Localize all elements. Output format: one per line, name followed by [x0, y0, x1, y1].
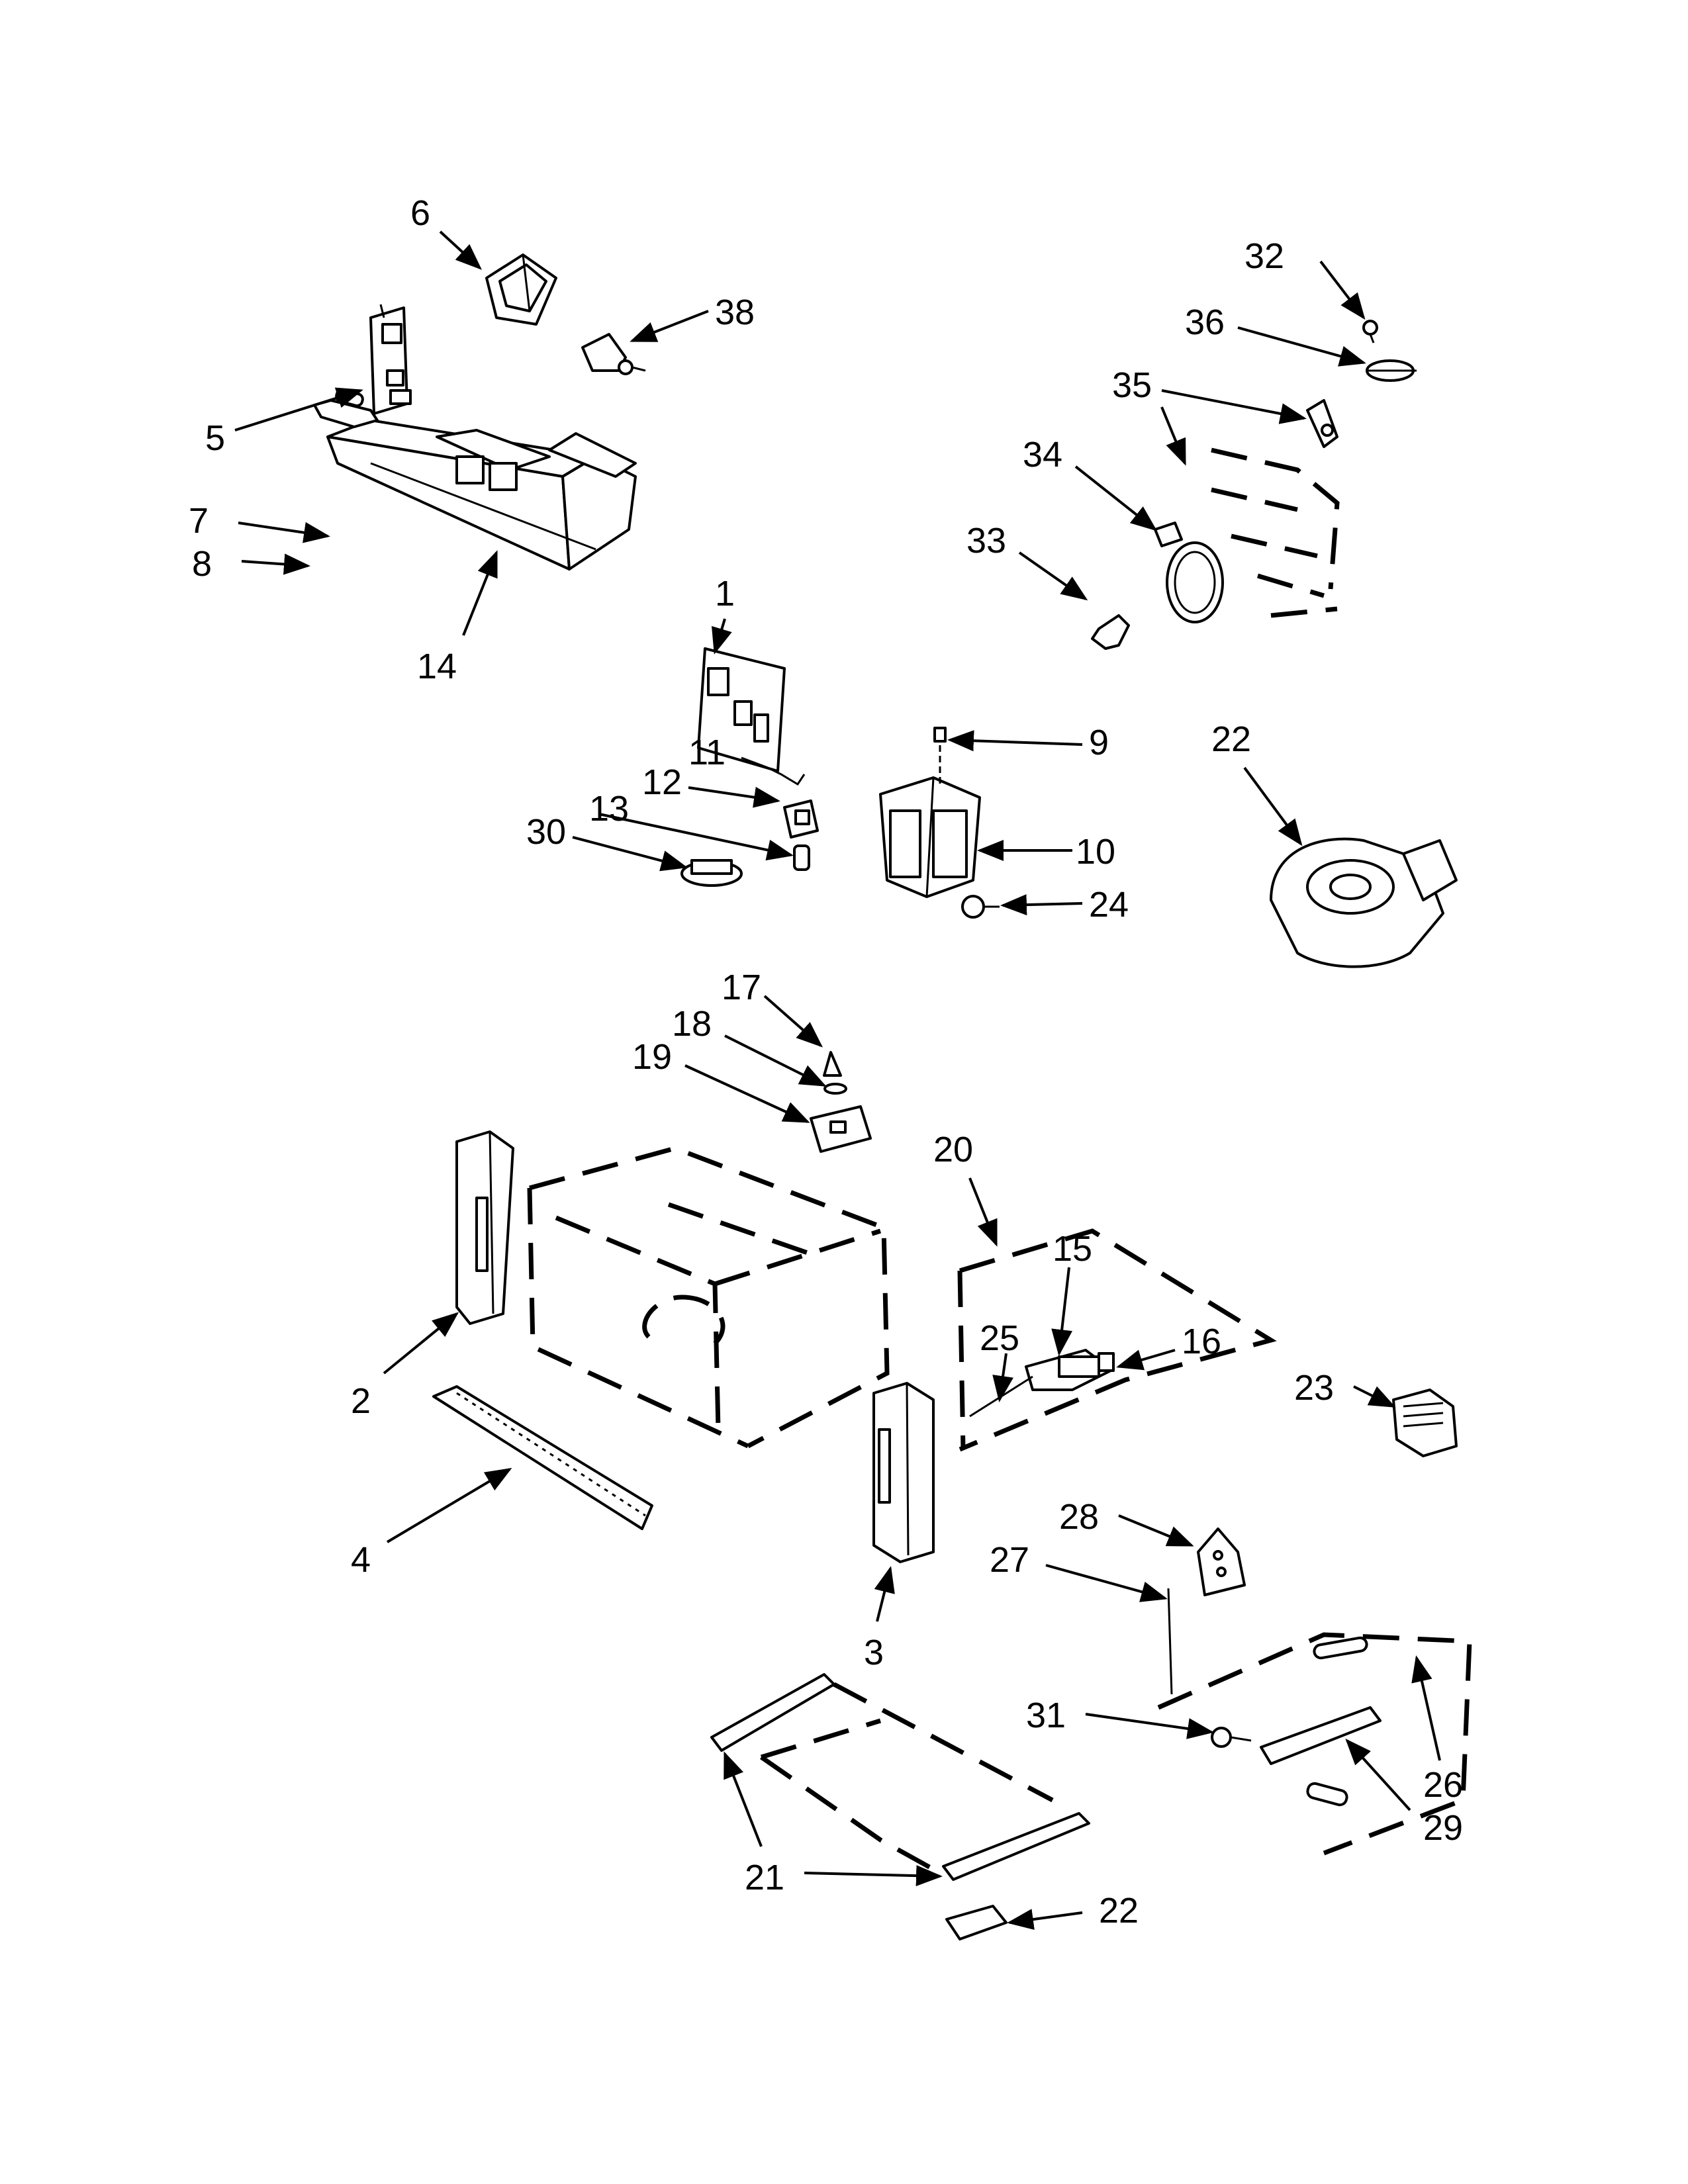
- part-25-screw[interactable]: [961, 895, 1000, 919]
- callout-32: 31: [1026, 1696, 1066, 1735]
- callout-labels: 6 38 5 7 8 14 1 9 10 24 11 12 13 30 22 3…: [189, 193, 1463, 1931]
- callout-20: 20: [933, 1130, 973, 1169]
- callout-8: 8: [192, 544, 212, 584]
- part-23-blower[interactable]: [1270, 837, 1458, 968]
- base-pan-outline: [760, 1682, 1054, 1876]
- part-8-clip[interactable]: [313, 399, 379, 428]
- part-37-thermostat[interactable]: [1366, 359, 1417, 382]
- callout-10: 10: [1076, 832, 1115, 872]
- part-3-side-panel[interactable]: [872, 1382, 935, 1563]
- callout-3: 3: [864, 1633, 884, 1672]
- callout-16: 16: [1182, 1322, 1221, 1361]
- part-33-screw[interactable]: [1362, 320, 1378, 343]
- part-2-side-panel[interactable]: [455, 1130, 514, 1325]
- callout-18: 18: [672, 1004, 712, 1044]
- part-4-vent-grille[interactable]: [432, 1385, 653, 1530]
- callout-29: 28: [1059, 1497, 1099, 1537]
- callout-38: 38: [715, 293, 755, 332]
- element-housing-outline: [1211, 447, 1340, 618]
- part-31-thermostat[interactable]: [680, 859, 743, 887]
- callout-25: 24: [1089, 885, 1129, 925]
- callout-36: 35: [1112, 365, 1152, 405]
- leader-lines: [234, 230, 1441, 1930]
- part-17-cap[interactable]: [823, 1051, 842, 1077]
- part-1-control-board[interactable]: [697, 647, 786, 772]
- callout-13: 13: [589, 789, 629, 829]
- part-9-terminal[interactable]: [933, 727, 947, 788]
- part-15-sensor-housing[interactable]: [1025, 1349, 1113, 1391]
- oven-cavity-outline: [527, 1146, 890, 1449]
- part-14-housing[interactable]: [326, 419, 637, 570]
- part-30-latch-arm[interactable]: [1260, 1706, 1382, 1765]
- part-34-fan-blade[interactable]: [1091, 614, 1130, 650]
- part-12-switch[interactable]: [783, 799, 819, 839]
- callout-22: 22: [1099, 1891, 1139, 1931]
- callout-30: 29: [1423, 1808, 1463, 1848]
- part-28-rod[interactable]: [1167, 1588, 1173, 1695]
- part-29-bracket[interactable]: [1197, 1527, 1246, 1596]
- part-11-wire[interactable]: [741, 756, 806, 786]
- part-18-washer[interactable]: [823, 1083, 847, 1095]
- callout-27: 26: [1423, 1765, 1463, 1805]
- callout-6: 6: [410, 193, 430, 233]
- callout-5: 5: [205, 418, 225, 458]
- callout-4: 4: [351, 1540, 371, 1580]
- part-latch-pin[interactable]: [1306, 1636, 1368, 1807]
- callout-34: 33: [966, 521, 1006, 561]
- callout-35: 34: [1023, 435, 1062, 475]
- callout-21-a: 21: [745, 1858, 784, 1897]
- callout-11: 11: [688, 733, 726, 772]
- callout-23: 22: [1211, 719, 1251, 759]
- part-10-transformer[interactable]: [879, 776, 981, 898]
- callout-19: 19: [632, 1037, 672, 1077]
- part-20-control-box: [957, 1228, 1277, 1452]
- part-6-box[interactable]: [485, 253, 557, 326]
- callout-26: 25: [980, 1318, 1019, 1358]
- callout-17: 17: [722, 968, 761, 1007]
- callout-28: 27: [990, 1540, 1029, 1580]
- part-5-board[interactable]: [369, 304, 412, 415]
- callout-24: 23: [1294, 1368, 1334, 1408]
- callout-9: 9: [1089, 723, 1109, 762]
- callout-15: 15: [1053, 1229, 1092, 1269]
- part-38-bracket[interactable]: [581, 333, 646, 375]
- callout-31: 30: [526, 812, 566, 852]
- part-36-bracket[interactable]: [1306, 399, 1338, 448]
- part-22-clip[interactable]: [945, 1905, 1008, 1940]
- part-24-module[interactable]: [1392, 1388, 1458, 1457]
- callout-12: 12: [642, 762, 682, 802]
- part-35-heating-element[interactable]: [1154, 522, 1224, 623]
- callout-1: 1: [715, 574, 735, 614]
- part-32-screw[interactable]: [1211, 1727, 1252, 1748]
- callout-7: 7: [189, 501, 209, 541]
- part-27-latch-frame: [1157, 1632, 1472, 1856]
- part-19-bracket[interactable]: [810, 1105, 872, 1153]
- callout-37: 36: [1185, 302, 1225, 342]
- part-16-connector[interactable]: [1098, 1352, 1115, 1372]
- part-13-fitting[interactable]: [793, 844, 810, 871]
- callout-2: 2: [351, 1381, 371, 1421]
- callout-14: 14: [417, 647, 457, 686]
- callout-33: 32: [1244, 236, 1284, 276]
- part-21-rail-right[interactable]: [942, 1812, 1090, 1881]
